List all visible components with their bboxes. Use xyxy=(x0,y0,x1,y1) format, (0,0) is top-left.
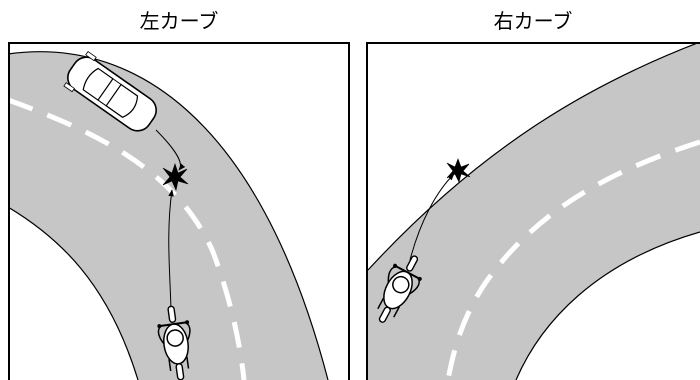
right-curve-panel xyxy=(366,42,700,380)
road-surface xyxy=(368,42,700,380)
car-trajectory-arrow xyxy=(155,129,186,171)
motorcycle-trajectory-arrow xyxy=(409,173,455,261)
lane-center-line xyxy=(8,97,247,380)
right-curve-title: 右カーブ xyxy=(493,9,573,33)
road-inner-edge xyxy=(515,231,700,380)
right-curve-diagram xyxy=(366,42,700,380)
left-curve-title: 左カーブ xyxy=(139,9,219,33)
left-curve-panel xyxy=(8,42,350,380)
lane-center-line xyxy=(445,139,700,380)
road-outer-edge xyxy=(8,51,329,380)
motorcycle-trajectory-arrow xyxy=(168,189,174,311)
collision-icon xyxy=(162,163,189,191)
car-icon xyxy=(63,51,157,132)
road-inner-edge xyxy=(8,206,139,380)
motorcycle-icon xyxy=(157,305,191,380)
road-outer-edge xyxy=(367,42,700,271)
left-curve-diagram xyxy=(8,42,350,380)
collision-icon xyxy=(446,158,471,183)
panel-frame xyxy=(8,42,350,380)
panel-frame xyxy=(366,42,700,380)
motorcycle-icon xyxy=(377,255,422,323)
